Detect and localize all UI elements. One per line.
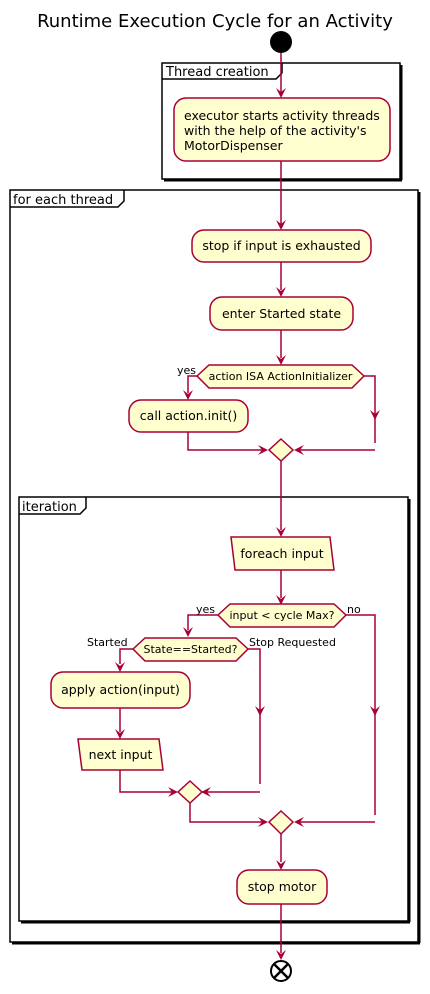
arrowhead (115, 729, 125, 739)
arrowhead (370, 706, 380, 716)
arrowhead (276, 355, 286, 365)
arrowhead (183, 627, 193, 637)
activity-executor-starts-threads: executor starts activity threads with th… (173, 97, 391, 162)
arrowhead (258, 445, 268, 455)
edge-next-to-merge (119, 770, 172, 793)
edges (119, 53, 376, 953)
output-text: next input (89, 747, 153, 762)
branch-label-stop-requested: Stop Requested (249, 636, 336, 649)
arrowhead (294, 817, 304, 827)
merge-node (176, 779, 204, 805)
activity-text: call action.init() (140, 408, 237, 423)
arrowhead (276, 527, 286, 537)
edge-cycle-yes (187, 614, 218, 630)
edge-state-started (119, 648, 133, 664)
edge-isa-no (364, 375, 376, 443)
edge-init-to-merge (187, 432, 262, 451)
activity-call-init: call action.init() (128, 399, 249, 433)
output-next-input: next input (77, 738, 164, 771)
decision-text: State==Started? (143, 643, 237, 656)
frame-iteration: iteration (18, 496, 411, 924)
frame-label-iteration: iteration (22, 500, 77, 515)
decision-cycle-max: input < cycle Max? (216, 603, 348, 628)
activity-text: enter Started state (222, 306, 341, 321)
merge-node (267, 437, 295, 463)
arrowhead (168, 787, 178, 797)
arrowhead (276, 860, 286, 870)
arrowhead (201, 787, 211, 797)
arrowhead (255, 706, 265, 716)
activity-stop-if-exhausted: stop if input is exhausted (191, 229, 372, 263)
activity-text: stop motor (248, 879, 317, 894)
activity-text-line: MotorDispenser (184, 138, 283, 153)
arrowhead (258, 817, 268, 827)
activity-text-line: executor starts activity threads (184, 108, 380, 123)
frame-label-thread-creation: Thread creation (165, 65, 269, 80)
arrowhead (276, 88, 286, 98)
arrowhead (276, 220, 286, 230)
activity-stop-motor: stop motor (236, 869, 328, 905)
edge-cycle-no (346, 614, 376, 815)
decision-isa-initializer: action ISA ActionInitializer (195, 364, 366, 389)
decision-text: action ISA ActionInitializer (209, 370, 353, 383)
arrowhead (294, 445, 304, 455)
branch-label-started: Started (87, 636, 128, 649)
arrowheads (115, 88, 380, 960)
input-foreach: foreach input (230, 536, 335, 571)
decision-text: input < cycle Max? (229, 609, 334, 622)
edge-inner-merge-to-outer (189, 803, 262, 823)
arrowhead (115, 662, 125, 672)
input-text: foreach input (240, 546, 323, 561)
activity-text: stop if input is exhausted (202, 238, 360, 253)
end-node (270, 960, 292, 982)
edge-isa-yes (187, 375, 197, 393)
arrowhead (370, 410, 380, 420)
diagram-title: Runtime Execution Cycle for an Activity (37, 11, 393, 32)
frame-for-each-thread: for each thread (9, 189, 421, 945)
branch-label-yes-cycle: yes (196, 603, 215, 616)
branch-label-yes: yes (177, 364, 196, 377)
frame-label-for-each-thread: for each thread (13, 193, 113, 208)
activity-text-line: with the help of the activity's (184, 123, 367, 138)
arrowhead (276, 595, 286, 605)
arrowhead (183, 390, 193, 400)
start-node (270, 31, 292, 53)
merge-node (267, 809, 295, 836)
activity-enter-started-state: enter Started state (209, 296, 354, 331)
edge-state-stop-requested (248, 648, 261, 784)
activity-text: apply action(input) (61, 682, 180, 697)
arrowhead (276, 950, 286, 960)
branch-label-no-cycle: no (347, 603, 361, 616)
arrowhead (276, 287, 286, 297)
activity-apply-action: apply action(input) (50, 671, 191, 709)
decision-state-started: State==Started? (131, 637, 250, 662)
